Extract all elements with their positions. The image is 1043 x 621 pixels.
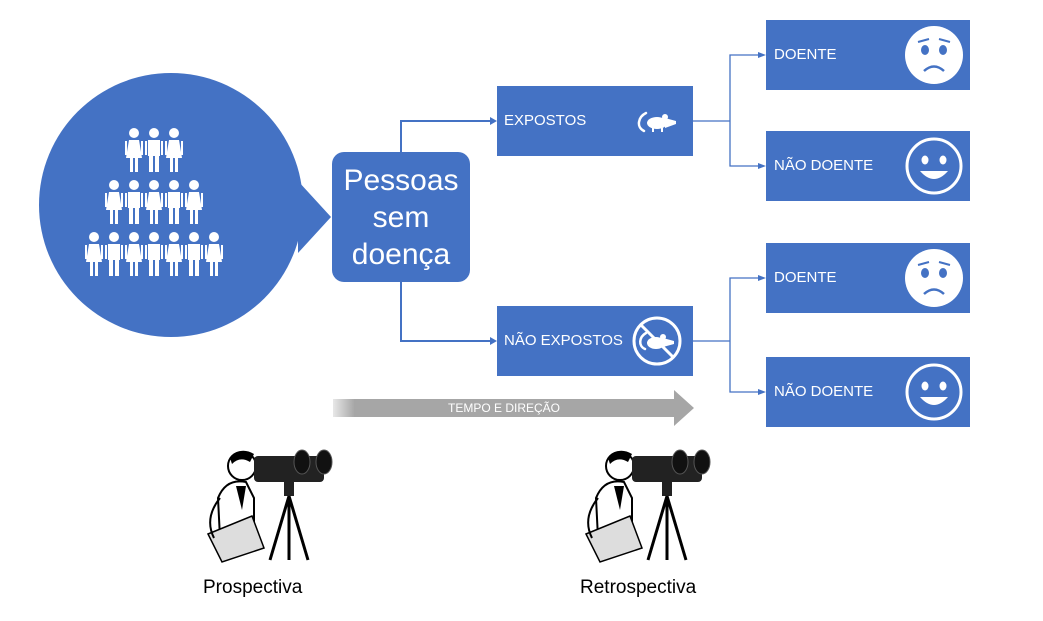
group-exposed-label: EXPOSTOS (504, 112, 587, 129)
arrowhead (758, 275, 766, 281)
outcome-exposed-sick-box: DOENTE (766, 20, 970, 90)
outcome-not-exposed-healthy-box: NÃO DOENTE (766, 357, 970, 427)
outcome-not-exposed-sick-box: DOENTE (766, 243, 970, 313)
rat-icon (637, 111, 676, 133)
caption-prospective: Prospectiva (203, 577, 303, 598)
people-icon (85, 128, 223, 276)
connector-not-exposed-outcomes (693, 277, 758, 393)
outcome-exposed-healthy-box: NÃO DOENTE (766, 131, 970, 201)
arrowhead (758, 163, 766, 169)
arrowhead (490, 117, 497, 125)
outcome-not-exposed-sick-label: DOENTE (774, 269, 837, 286)
outcome-not-exposed-healthy-label: NÃO DOENTE (774, 383, 874, 400)
group-not-exposed-box: NÃO EXPOSTOS (497, 306, 693, 376)
sad-face-icon (905, 249, 963, 307)
outcome-exposed-sick-label: DOENTE (774, 46, 837, 63)
center-box: Pessoas sem doença (332, 152, 470, 282)
population-arrow (258, 181, 331, 253)
sad-face-icon (905, 26, 963, 84)
happy-face-icon (905, 363, 963, 421)
outcome-exposed-healthy-label: NÃO DOENTE (774, 157, 874, 174)
caption-retrospective: Retrospectiva (580, 577, 697, 598)
observer-icon-prospective (206, 449, 333, 563)
center-label: Pessoas sem doença (343, 163, 459, 271)
time-arrow-label: TEMPO E DIREÇÃO (448, 401, 561, 415)
arrowhead (490, 337, 497, 345)
connector-exposed-outcomes (693, 54, 758, 167)
happy-face-icon (905, 137, 963, 195)
observer-icon-retrospective (584, 449, 711, 563)
group-exposed-box: EXPOSTOS (497, 86, 693, 156)
arrowhead (758, 389, 766, 395)
time-arrow (333, 390, 694, 426)
connector-center-groups (400, 120, 490, 342)
group-not-exposed-label: NÃO EXPOSTOS (504, 332, 623, 349)
no-rat-icon (632, 316, 682, 366)
arrowhead (758, 52, 766, 58)
